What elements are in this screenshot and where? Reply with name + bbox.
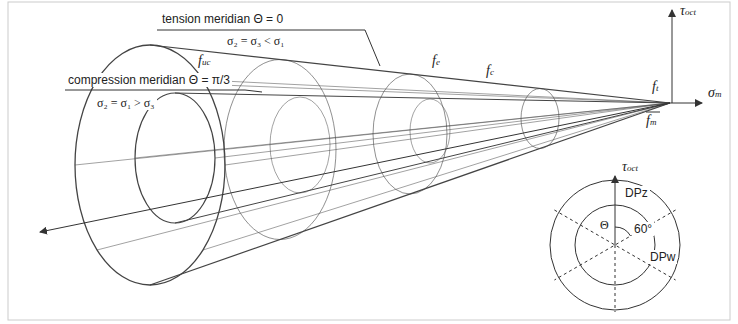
- strength-symbol: fe: [430, 54, 442, 69]
- stress-condition: σ₂ = σ₁ > σ₃: [95, 96, 157, 110]
- frame: [8, 2, 730, 320]
- angle-label: 60°: [632, 222, 654, 236]
- axis-label: τoct: [678, 4, 698, 19]
- strength-symbol: fm: [644, 114, 658, 129]
- axis-label: σm: [706, 86, 723, 101]
- strength-symbol: ft: [650, 80, 660, 95]
- axis-label: τoct: [620, 160, 640, 175]
- stress-condition: σ₂ = σ₃ < σ₁: [225, 34, 287, 48]
- leader-lines: [65, 30, 380, 92]
- strength-symbol: fuc: [196, 54, 212, 69]
- surface-label: DPw: [648, 250, 677, 264]
- strength-symbol: fc: [484, 64, 496, 79]
- deviatoric-section: [550, 176, 680, 312]
- meridian-label: tension meridian Θ = 0: [160, 12, 285, 26]
- axes: [40, 10, 702, 232]
- angle-label: Θ: [598, 218, 611, 232]
- meridian-label: compression meridian Θ = π/3: [66, 73, 232, 87]
- surface-label: DPz: [623, 186, 650, 200]
